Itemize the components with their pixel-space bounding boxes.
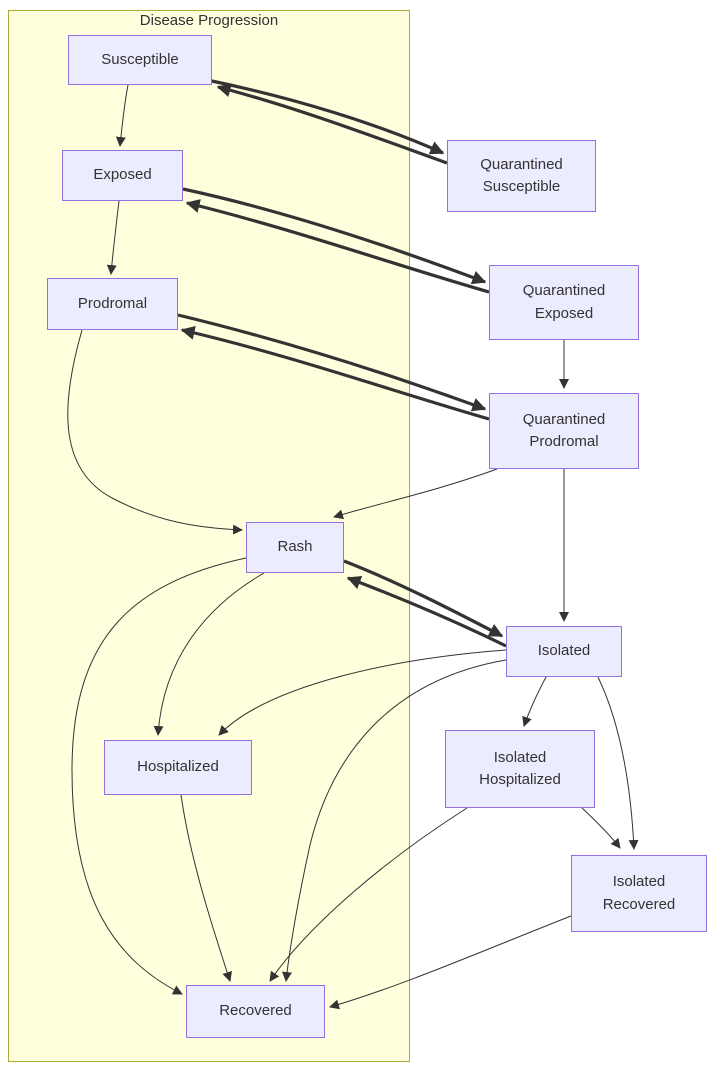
node-quarantined-exposed: Quarantined Exposed	[489, 265, 639, 340]
edge-quarantined-prodromal-rash	[333, 468, 498, 520]
node-label: Exposed	[93, 166, 152, 184]
edge-rash-isolated	[343, 559, 504, 638]
node-label: Quarantined Susceptible	[480, 155, 563, 196]
edge-isolated-hospitalized	[218, 649, 507, 736]
edge-quarantined-exposed-exposed	[185, 199, 490, 294]
node-isolated-recovered: Isolated Recovered	[571, 855, 707, 932]
node-recovered: Recovered	[186, 985, 325, 1038]
node-quarantined-prodromal: Quarantined Prodromal	[489, 393, 639, 469]
node-label: Quarantined Prodromal	[522, 410, 606, 451]
edge-rash-recovered	[71, 557, 247, 995]
node-label: Susceptible	[101, 50, 179, 68]
edge-susceptible-quarantined-susceptible	[206, 78, 445, 155]
node-rash: Rash	[246, 522, 344, 573]
edge-hospitalized-recovered	[180, 794, 232, 982]
node-quarantined-susceptible: Quarantined Susceptible	[447, 140, 596, 212]
edge-isolated-hospitalized-isolated-recovered	[581, 807, 621, 849]
edge-quarantined-prodromal-prodromal	[180, 326, 490, 421]
node-label: Recovered	[219, 1002, 292, 1020]
node-label: Rash	[277, 538, 313, 556]
edge-exposed-prodromal	[106, 200, 120, 275]
edge-susceptible-exposed	[115, 84, 129, 147]
edge-exposed-quarantined-exposed	[182, 187, 487, 285]
node-label: Isolated	[537, 642, 591, 660]
edge-isolated-hospitalized-recovered	[269, 807, 468, 982]
edge-isolated-isolated-hospitalized	[522, 676, 547, 727]
edge-prodromal-rash	[67, 329, 243, 535]
node-susceptible: Susceptible	[68, 35, 212, 85]
edge-isolated-rash	[346, 575, 507, 648]
node-label: Hospitalized	[137, 758, 219, 776]
node-isolated-hospitalized: Isolated Hospitalized	[445, 730, 595, 808]
node-label: Prodromal	[77, 294, 148, 312]
edge-isolated-isolated-recovered	[597, 676, 639, 850]
edge-rash-hospitalized	[153, 572, 265, 736]
edge-isolated-recovered	[282, 659, 507, 982]
node-label: Isolated Hospitalized	[479, 748, 561, 789]
edge-quarantined-susceptible-susceptible	[216, 83, 448, 165]
node-isolated: Isolated	[506, 626, 622, 677]
node-label: Isolated Recovered	[602, 873, 676, 913]
node-prodromal: Prodromal	[47, 278, 178, 330]
edge-isolated-recovered-recovered	[329, 915, 572, 1010]
node-label: Quarantined Exposed	[522, 282, 606, 322]
node-hospitalized: Hospitalized	[104, 740, 252, 795]
node-exposed: Exposed	[62, 150, 183, 201]
edge-prodromal-quarantined-prodromal	[177, 313, 487, 412]
